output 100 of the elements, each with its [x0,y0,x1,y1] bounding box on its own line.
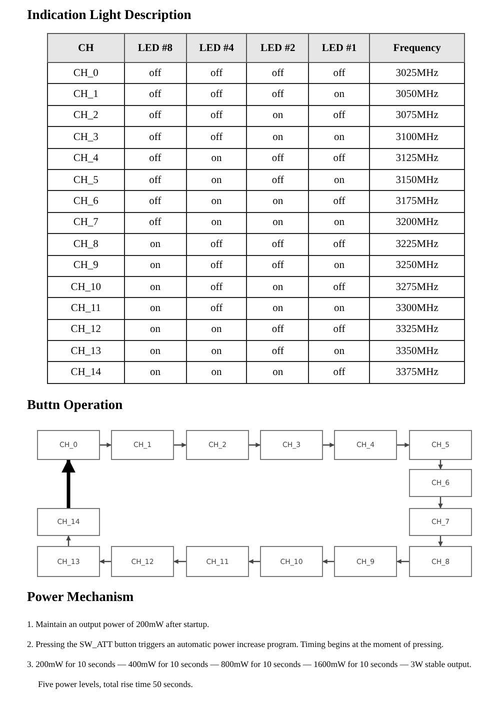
table-cell: 3275MHz [370,276,464,298]
arrow [322,559,334,564]
table-cell: 3150MHz [370,169,464,191]
table-cell: off [308,362,370,384]
table-cell: off [124,212,186,234]
table-cell: on [124,255,186,276]
table-cell: on [308,212,370,234]
table-cell: off [308,190,370,212]
header-cell: LED #1 [308,34,370,62]
header-cell: LED #8 [124,34,186,62]
table-cell: CH_8 [48,234,124,256]
table-cell: on [246,105,309,127]
table-cell: 3225MHz [370,234,464,256]
arrow [66,536,71,546]
arrow [100,442,112,448]
table-cell: 3300MHz [370,298,464,320]
arrow [438,460,443,470]
table-cell: CH_12 [48,319,124,341]
table-cell: on [246,298,309,320]
table-cell: on [308,84,370,106]
table-cell: off [186,255,247,276]
table-cell: off [308,105,370,127]
table-cell: 3200MHz [370,212,464,234]
table-cell: on [308,126,370,148]
table-cell: on [124,276,186,298]
table-cell: CH_3 [48,126,124,148]
table-cell: off [124,169,186,191]
table-cell: 3050MHz [370,84,464,106]
table-cell: 3125MHz [370,148,464,170]
table-cell: on [246,190,309,212]
header-cell: CH [48,34,124,62]
table-cell: on [308,169,370,191]
table-cell: off [186,234,247,256]
table-cell: on [186,362,247,384]
arrow [396,559,409,564]
table-cell: on [124,298,186,320]
table-cell: off [124,105,186,127]
table-cell: off [246,148,309,170]
table-cell: off [186,62,247,84]
table-cell: 3250MHz [370,255,464,276]
table-cell: off [308,148,370,170]
table-cell: off [124,190,186,212]
header-cell: LED #2 [246,34,309,62]
arrow [438,497,443,508]
table-cell: on [246,212,309,234]
table-cell: on [246,276,309,298]
section-heading: Buttn Operation [27,397,123,413]
header-cell: LED #4 [186,34,247,62]
table-cell: CH_9 [48,255,124,276]
table-cell: on [186,340,247,362]
table-cell: on [186,148,247,170]
table-cell: on [246,362,309,384]
table-cell: off [124,148,186,170]
table-cell: on [186,212,247,234]
table-cell: 3100MHz [370,126,464,148]
table-cell: off [246,340,309,362]
list-item: 1. Maintain an output power of 200mW after startup. [27,618,210,631]
table-cell: off [186,276,247,298]
table-cell: on [124,234,186,256]
table-cell: on [308,298,370,320]
table-cell: off [246,169,309,191]
table-cell: off [308,62,370,84]
arrow [438,536,443,546]
arrow [174,442,186,448]
arrow [323,442,334,448]
list-item: 2. Pressing the SW_ATT button triggers an automatic power increase program. Timing begins at the moment of pressing. [27,638,445,651]
table-cell: CH_4 [48,148,124,170]
table-cell: 3325MHz [370,319,464,341]
table-cell: 3375MHz [370,362,464,384]
table-cell: off [186,298,247,320]
table-cell: off [308,319,370,341]
table-cell: CH_0 [48,62,124,84]
list-item: 3. 200mW for 10 seconds — 400mW for 10 seconds — 800mW for 10 seconds — 1600mW for 10 seconds — 3W stable output. Five power levels, total rise time 50 seconds. [27,658,472,691]
arrow [100,559,111,564]
table-cell: 3075MHz [370,105,464,127]
arrow [62,458,76,508]
table-cell: off [246,319,309,341]
table-cell: off [308,234,370,256]
table-cell: on [186,169,247,191]
section-heading: Indication Light Description [27,7,192,23]
table-cell: off [124,62,186,84]
table-cell: 3025MHz [370,62,464,84]
table-cell: on [124,362,186,384]
table-cell: on [308,340,370,362]
arrow [397,442,410,448]
table-cell: off [246,234,309,256]
table-cell: CH_1 [48,84,124,106]
table-cell: on [186,319,247,341]
table-cell: off [124,126,186,148]
table-cell: CH_13 [48,340,124,362]
table-cell: CH_10 [48,276,124,298]
arrow [248,559,260,564]
table-cell: CH_14 [48,362,124,384]
table-cell: CH_5 [48,169,124,191]
table-cell: CH_7 [48,212,124,234]
table-cell: off [124,84,186,106]
table-cell: on [186,190,247,212]
table-cell: off [308,276,370,298]
table-cell: on [308,255,370,276]
table-cell: off [246,62,309,84]
